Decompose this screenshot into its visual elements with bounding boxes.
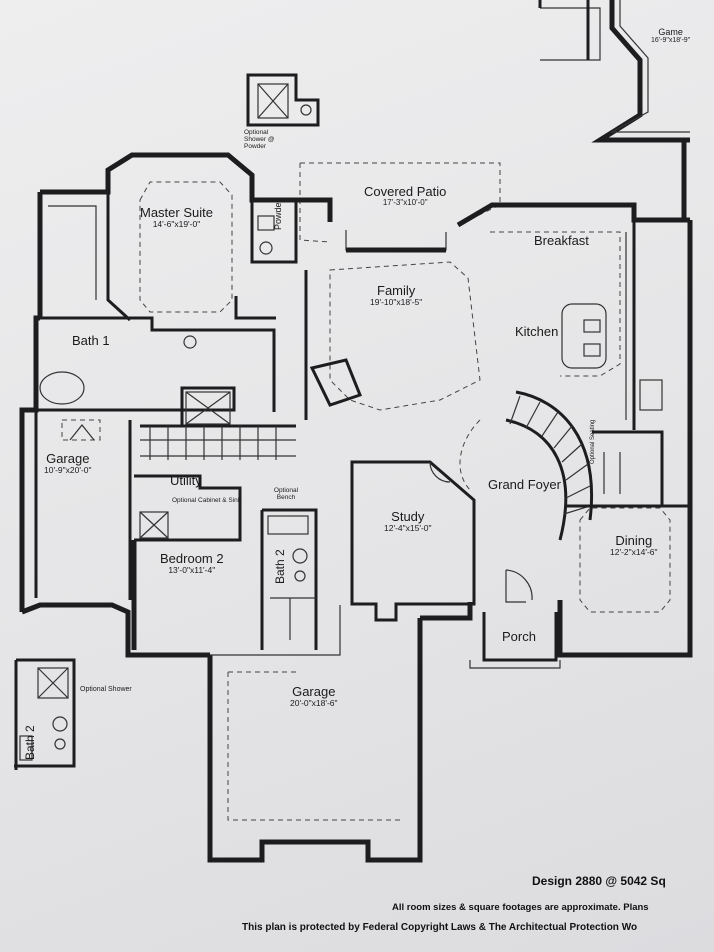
copyright-text: This plan is protected by Federal Copyri…: [242, 922, 638, 933]
game-room-walls: [538, 0, 690, 220]
family-room-walls: [304, 261, 481, 420]
bedroom-wing-walls: [131, 474, 318, 650]
optional-shower-inset: [246, 73, 320, 127]
kitchen-walls: [490, 220, 663, 430]
bath2-label: Bath 2: [273, 549, 287, 584]
optional-cabinet-sink-note: Optional Cabinet & Sink: [172, 497, 242, 504]
bath2-alt-label: Bath 2: [23, 725, 37, 760]
kitchen-label: Kitchen: [515, 324, 559, 339]
disclaimer-text: All room sizes & square footages are app…: [392, 902, 649, 913]
porch-walls: [469, 569, 561, 669]
back-stairs: [140, 424, 296, 460]
master-suite-walls: [106, 170, 298, 322]
optional-shower-powder-note: Optional Shower @ Powder: [244, 129, 275, 150]
utility-label: Utility: [170, 473, 202, 488]
bath1-walls: [36, 205, 276, 426]
porch-label: Porch: [502, 629, 536, 644]
dining-walls: [566, 430, 690, 613]
study-walls: [350, 460, 476, 622]
optional-shower-note: Optional Shower: [80, 686, 132, 693]
breakfast-label: Breakfast: [534, 233, 589, 248]
main-garage-walls: [210, 605, 400, 821]
design-title: Design 2880 @ 5042 Sq: [532, 874, 666, 888]
grand-foyer-label: Grand Foyer: [488, 477, 561, 492]
bath2-alt-inset: [14, 658, 76, 770]
optional-bench-note: Optional Bench: [273, 487, 299, 501]
left-garage-walls: [34, 410, 132, 600]
optional-seating-note: Optional Seating: [590, 419, 596, 464]
bath1-label: Bath 1: [72, 333, 110, 348]
grand-staircase: [459, 390, 593, 541]
powder-label: Powder: [273, 199, 283, 230]
